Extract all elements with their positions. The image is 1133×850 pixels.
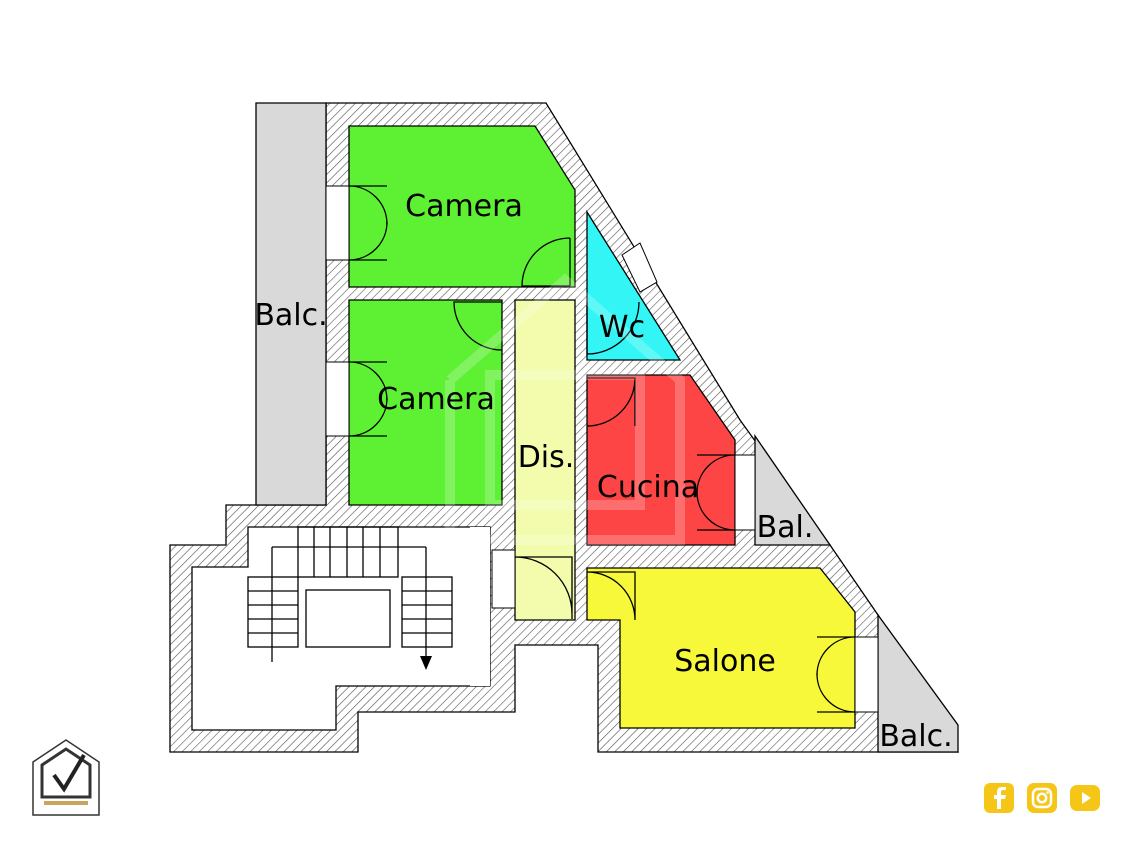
house-check-logo [32, 739, 100, 816]
facebook-icon[interactable] [983, 782, 1015, 814]
stairwell [191, 526, 491, 731]
label-camera-mid: Camera [377, 382, 495, 417]
window-3 [734, 454, 756, 531]
youtube-icon[interactable] [1069, 782, 1101, 814]
label-balc-left: Balc. [254, 298, 327, 333]
window-5 [491, 549, 516, 609]
door-swings [348, 185, 856, 713]
window-4 [854, 636, 879, 713]
label-bal-right: Bal. [757, 510, 814, 545]
room-dis [514, 299, 576, 621]
balcony-left [255, 102, 327, 506]
label-wc: Wc [599, 310, 645, 345]
label-dis: Dis. [518, 440, 575, 475]
label-salone: Salone [674, 644, 776, 679]
instagram-icon[interactable] [1026, 782, 1058, 814]
stair-arrow-icon [420, 656, 432, 670]
window-6 [621, 242, 658, 293]
label-cucina: Cucina [597, 470, 699, 505]
room-camera-mid [348, 299, 503, 506]
room-wc [586, 209, 682, 361]
watermark [445, 273, 685, 545]
room-salone [586, 567, 856, 729]
label-balc-bottom: Balc. [879, 719, 952, 754]
window-2 [325, 361, 350, 437]
window-1 [325, 185, 350, 261]
label-camera-top: Camera [405, 189, 523, 224]
